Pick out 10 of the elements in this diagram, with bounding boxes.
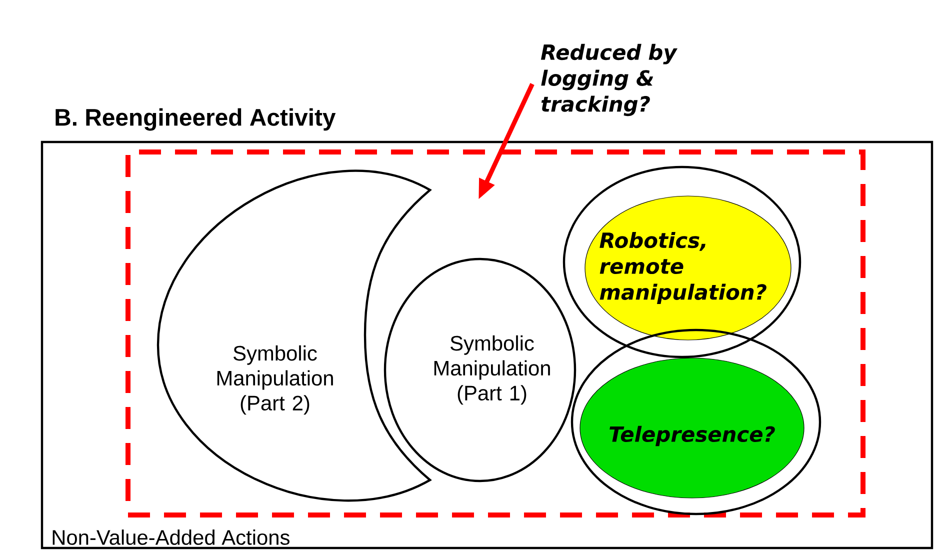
area-label: Non-Value-Added Actions [52, 530, 290, 545]
dashed-boundary [126, 150, 866, 518]
ellipse-shape [562, 166, 802, 358]
shape-label: Robotics, remote manipulation? [600, 232, 766, 304]
shape-label: Telepresence? [610, 426, 775, 446]
annotation-text: Reduced by logging & tracking? [540, 44, 678, 116]
ellipse-shape [570, 328, 822, 516]
shape-label: Symbolic Manipulation (Part 1) [434, 335, 550, 405]
shape-label: Symbolic Manipulation (Part 2) [217, 345, 333, 415]
heading: B. Reengineered Activity [56, 108, 336, 131]
